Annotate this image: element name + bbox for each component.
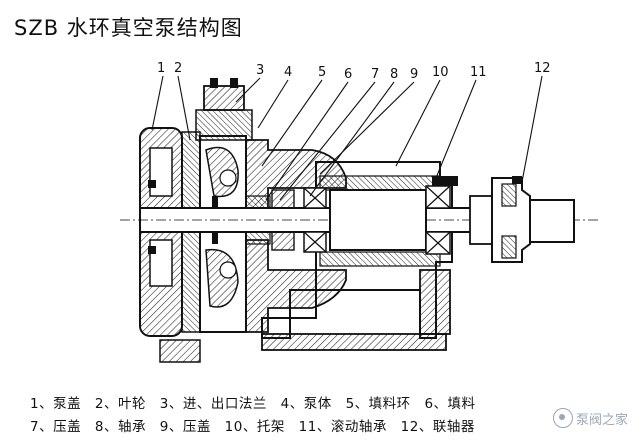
legend-item-bearing: 8、轴承 <box>94 419 146 435</box>
legend-item-impeller: 2、叶轮 <box>94 396 146 412</box>
bearing-part <box>303 176 458 255</box>
bracket-part <box>261 161 453 351</box>
legend-item-coupling: 12、联轴器 <box>400 419 475 435</box>
callout-12: 12 <box>534 61 551 76</box>
legend-item-bracket: 10、托架 <box>224 419 285 435</box>
shaft-part <box>120 189 600 251</box>
legend-item-rolling-bearing: 11、滚动轴承 <box>298 419 387 435</box>
legend-item-gland-2: 9、压盖 <box>159 419 211 435</box>
coupling-part <box>469 176 575 263</box>
watermark-text: 泵阀之家 <box>575 412 628 428</box>
callout-1: 1 <box>157 61 165 76</box>
legend-row-1: 1、泵盖 2、叶轮 3、进、出口法兰 4、泵体 5、填料环 6、填料 <box>30 392 485 412</box>
legend-item-gland: 7、压盖 <box>30 419 82 435</box>
callout-9: 9 <box>410 67 418 82</box>
callout-4: 4 <box>284 65 292 80</box>
wechat-logo-icon <box>552 408 573 428</box>
callout-5: 5 <box>318 65 326 80</box>
legend-item-pump-cover: 1、泵盖 <box>30 396 82 412</box>
legend-item-pump-body: 4、泵体 <box>280 396 332 412</box>
legend-item-packing-ring: 5、填料环 <box>345 396 411 412</box>
legend-row-2: 7、压盖 8、轴承 9、压盖 10、托架 11、滚动轴承 12、联轴器 <box>30 415 484 435</box>
leader-lines <box>151 75 543 201</box>
callout-numbers: 1 2 3 4 5 6 7 8 9 10 11 12 <box>157 61 551 82</box>
callout-7: 7 <box>371 67 379 82</box>
callout-2: 2 <box>174 61 182 76</box>
callout-3: 3 <box>256 63 264 78</box>
legend-item-packing: 6、填料 <box>424 396 476 412</box>
watermark: 泵阀之家 <box>552 408 628 428</box>
diagram-title: SZB 水环真空泵结构图 <box>14 16 243 40</box>
bolts <box>148 180 218 254</box>
packing-assembly <box>245 189 295 251</box>
callout-6: 6 <box>344 67 352 82</box>
callout-8: 8 <box>390 67 398 82</box>
flange-part <box>195 78 253 141</box>
callout-11: 11 <box>470 65 487 80</box>
legend-item-flange: 3、进、出口法兰 <box>159 396 267 412</box>
callout-10: 10 <box>432 65 449 80</box>
